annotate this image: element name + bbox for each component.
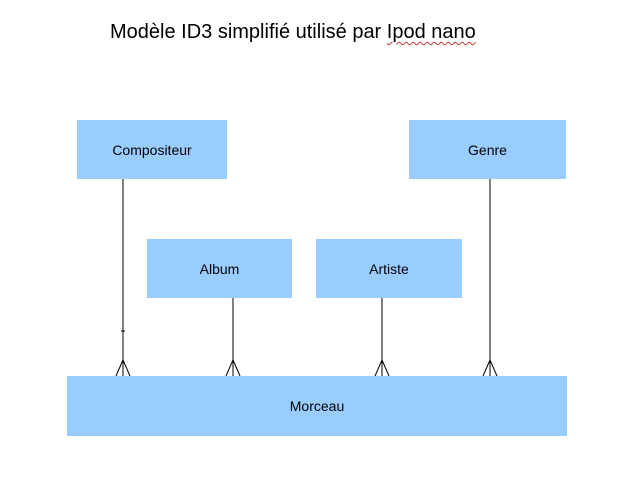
connector-genre-morceau <box>482 179 498 377</box>
diagram-title-main: Modèle ID3 simplifié utilisé par <box>110 21 382 43</box>
entity-genre: Genre <box>409 120 566 179</box>
entity-album-label: Album <box>199 260 240 277</box>
entity-artiste: Artiste <box>316 239 462 298</box>
entity-genre-label: Genre <box>468 141 507 158</box>
entity-artiste-label: Artiste <box>369 260 409 277</box>
diagram-title-product: Ipod nano <box>386 21 476 43</box>
entity-morceau-label: Morceau <box>289 398 345 414</box>
connector-compositeur-morceau <box>115 179 131 377</box>
entity-morceau: Morceau <box>67 376 567 436</box>
diagram-title: Modèle ID3 simplifié utilisé par Ipod na… <box>110 20 476 44</box>
entity-compositeur: Compositeur <box>77 120 227 179</box>
connector-album-morceau <box>225 298 241 377</box>
entity-compositeur-label: Compositeur <box>112 141 192 158</box>
entity-album: Album <box>147 239 292 298</box>
connector-artiste-morceau <box>374 298 390 377</box>
